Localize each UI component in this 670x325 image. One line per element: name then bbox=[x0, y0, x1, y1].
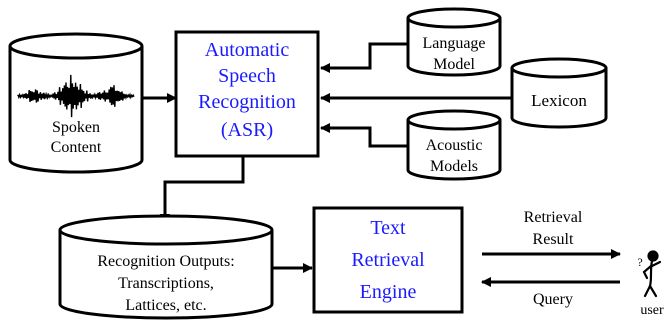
arrow-language-model-to-asr bbox=[320, 42, 408, 73]
query-label: Query bbox=[533, 291, 573, 308]
spoken-content-label-1: Spoken bbox=[52, 119, 100, 136]
retrieval-label-1: Text bbox=[370, 217, 406, 239]
outputs-label-2: Transcriptions, bbox=[118, 275, 214, 292]
user-figure: ? user bbox=[637, 250, 664, 318]
lexicon-label: Lexicon bbox=[531, 91, 587, 110]
text-retrieval-engine-box: Text Retrieval Engine bbox=[312, 206, 464, 314]
acoustic-models-cylinder: Acoustic Models bbox=[406, 109, 502, 181]
spoken-content-label-2: Content bbox=[51, 139, 102, 156]
arrow-acoustic-models-to-asr bbox=[320, 123, 408, 148]
retrieval-label-2: Retrieval bbox=[351, 249, 425, 271]
acoustic-models-label-2: Models bbox=[430, 158, 478, 175]
asr-label-4: (ASR) bbox=[221, 119, 273, 141]
user-label: user bbox=[640, 303, 664, 318]
user-question-mark: ? bbox=[637, 255, 642, 269]
acoustic-models-label-1: Acoustic bbox=[426, 137, 483, 154]
language-model-label-2: Model bbox=[433, 56, 475, 73]
language-model-label-1: Language bbox=[422, 35, 485, 52]
person-icon bbox=[642, 250, 662, 298]
recognition-outputs-cylinder: Recognition Outputs: Transcriptions, Lat… bbox=[58, 214, 274, 320]
outputs-label-1: Recognition Outputs: bbox=[97, 253, 234, 270]
asr-label-3: Recognition bbox=[198, 91, 296, 113]
asr-label-1: Automatic bbox=[205, 39, 290, 61]
waveform-icon bbox=[17, 74, 135, 118]
asr-label-2: Speech bbox=[218, 65, 276, 87]
retrieval-label-3: Engine bbox=[360, 281, 417, 303]
spoken-content-cylinder: Spoken Content bbox=[8, 32, 144, 174]
asr-box: Automatic Speech Recognition (ASR) bbox=[174, 30, 320, 158]
retrieval-result-label-2: Result bbox=[533, 231, 574, 248]
language-model-cylinder: Language Model bbox=[406, 7, 502, 77]
arrow-asr-to-outputs bbox=[160, 156, 245, 224]
retrieval-result-label-1: Retrieval bbox=[524, 209, 583, 226]
outputs-label-3: Lattices, etc. bbox=[125, 297, 206, 314]
lexicon-cylinder: Lexicon bbox=[510, 57, 608, 129]
